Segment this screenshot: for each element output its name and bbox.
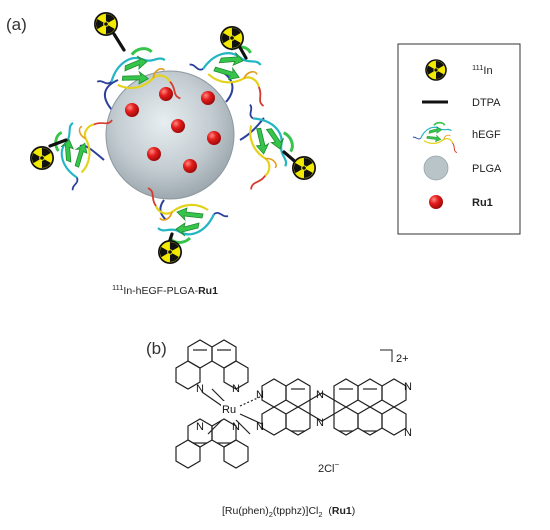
legend-label-ru1: Ru1 — [472, 197, 493, 209]
n-atom-label: N — [316, 417, 324, 429]
legend-label-dtpa: DTPA — [472, 97, 501, 109]
nanoparticle-diagram — [28, 12, 316, 265]
ru1-structure — [175, 339, 407, 469]
n-atom-label: N — [256, 389, 264, 401]
ru1-beads — [125, 87, 221, 173]
legend-label-hegf: hEGF — [472, 129, 501, 141]
hegf-protein — [46, 109, 114, 197]
n-atom-label: N — [404, 427, 412, 439]
legend-label-111in: 111In — [472, 63, 493, 77]
counterion-label: 2Cl− — [318, 460, 340, 475]
plga-sphere — [105, 70, 235, 200]
n-atom-label: N — [232, 421, 240, 433]
n-atom-label: N — [196, 421, 204, 433]
panel-b-caption: [Ru(phen)2(tpphz)]Cl2 (Ru1) — [222, 505, 355, 519]
n-atom-label: N — [196, 383, 204, 395]
radioactive-icon — [156, 240, 182, 265]
panel-b-label: (b) — [146, 339, 167, 358]
panel-a-caption: 111In-hEGF-PLGA-Ru1 — [112, 283, 218, 297]
n-atom-label: N — [256, 421, 264, 433]
hegf-protein — [222, 94, 304, 191]
charge-label: 2+ — [396, 353, 409, 365]
ru-atom-label: Ru — [222, 404, 236, 416]
n-atom-label: N — [404, 381, 412, 393]
panel-a-label: (a) — [6, 15, 27, 34]
n-atom-label: N — [232, 383, 240, 395]
legend: 111In DTPA hEGF PLGA Ru1 — [397, 43, 521, 235]
n-atom-label: N — [316, 389, 324, 401]
atom-labels: Ru N N N N N N N N N N — [196, 381, 412, 439]
legend-label-plga: PLGA — [472, 163, 502, 175]
radioactive-icon — [28, 146, 54, 171]
